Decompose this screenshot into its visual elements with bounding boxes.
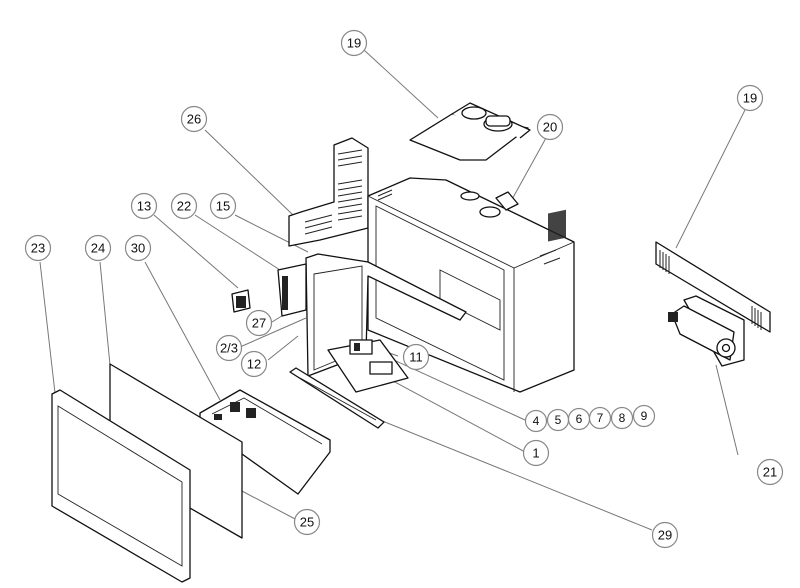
svg-text:4: 4 bbox=[533, 414, 540, 428]
burner-tube bbox=[289, 367, 385, 429]
callout-12: 12 bbox=[240, 350, 268, 378]
svg-text:19: 19 bbox=[347, 36, 361, 51]
callout-4: 4 bbox=[524, 409, 548, 433]
callout-23: 23 bbox=[24, 234, 52, 262]
callout-27: 27 bbox=[245, 309, 273, 337]
blower-fan bbox=[668, 295, 745, 367]
svg-text:24: 24 bbox=[91, 241, 105, 256]
svg-text:19: 19 bbox=[743, 91, 757, 106]
svg-text:22: 22 bbox=[177, 199, 191, 214]
front-frame bbox=[51, 389, 191, 583]
callout-30: 30 bbox=[124, 234, 152, 262]
svg-text:20: 20 bbox=[543, 120, 557, 135]
callout-7: 7 bbox=[588, 406, 612, 430]
svg-text:30: 30 bbox=[131, 241, 145, 256]
svg-text:27: 27 bbox=[252, 316, 266, 331]
rear-panel bbox=[655, 241, 771, 333]
callout-1: 1 bbox=[522, 439, 550, 467]
callout-25: 25 bbox=[293, 508, 321, 536]
callout-13: 13 bbox=[130, 192, 158, 220]
callout-26: 26 bbox=[180, 105, 208, 133]
callout-2-3: 2/3 bbox=[215, 334, 243, 362]
svg-text:2/3: 2/3 bbox=[220, 341, 238, 356]
callout-9: 9 bbox=[632, 404, 656, 428]
switch-block bbox=[231, 289, 251, 313]
svg-text:11: 11 bbox=[409, 350, 423, 365]
svg-text:29: 29 bbox=[658, 528, 672, 543]
svg-text:12: 12 bbox=[247, 357, 261, 372]
svg-text:25: 25 bbox=[300, 515, 314, 530]
callout-29: 29 bbox=[651, 521, 679, 549]
svg-text:8: 8 bbox=[619, 411, 626, 425]
callout-8: 8 bbox=[610, 406, 634, 430]
callout-5: 5 bbox=[546, 408, 570, 432]
svg-text:7: 7 bbox=[597, 411, 604, 425]
svg-text:1: 1 bbox=[532, 446, 539, 461]
callout-24: 24 bbox=[84, 234, 112, 262]
svg-text:23: 23 bbox=[31, 241, 45, 256]
callout-21: 21 bbox=[756, 458, 784, 486]
callout-19-rear: 19 bbox=[736, 84, 764, 112]
callout-22: 22 bbox=[170, 192, 198, 220]
svg-text:6: 6 bbox=[576, 412, 583, 426]
valve-assembly bbox=[327, 339, 409, 393]
callout-20: 20 bbox=[536, 113, 564, 141]
svg-text:5: 5 bbox=[555, 413, 562, 427]
svg-text:15: 15 bbox=[216, 199, 230, 214]
svg-text:9: 9 bbox=[641, 409, 648, 423]
callout-6: 6 bbox=[567, 407, 591, 431]
top-flue-collar-plate bbox=[409, 102, 531, 161]
firebox-body bbox=[367, 177, 575, 393]
control-module bbox=[277, 263, 307, 317]
svg-text:26: 26 bbox=[187, 112, 201, 127]
callout-15: 15 bbox=[209, 192, 237, 220]
svg-text:13: 13 bbox=[137, 199, 151, 214]
callout-19-top: 19 bbox=[340, 29, 368, 57]
side-heat-shield bbox=[288, 137, 369, 247]
callout-11: 11 bbox=[402, 343, 430, 371]
svg-text:21: 21 bbox=[763, 465, 777, 480]
